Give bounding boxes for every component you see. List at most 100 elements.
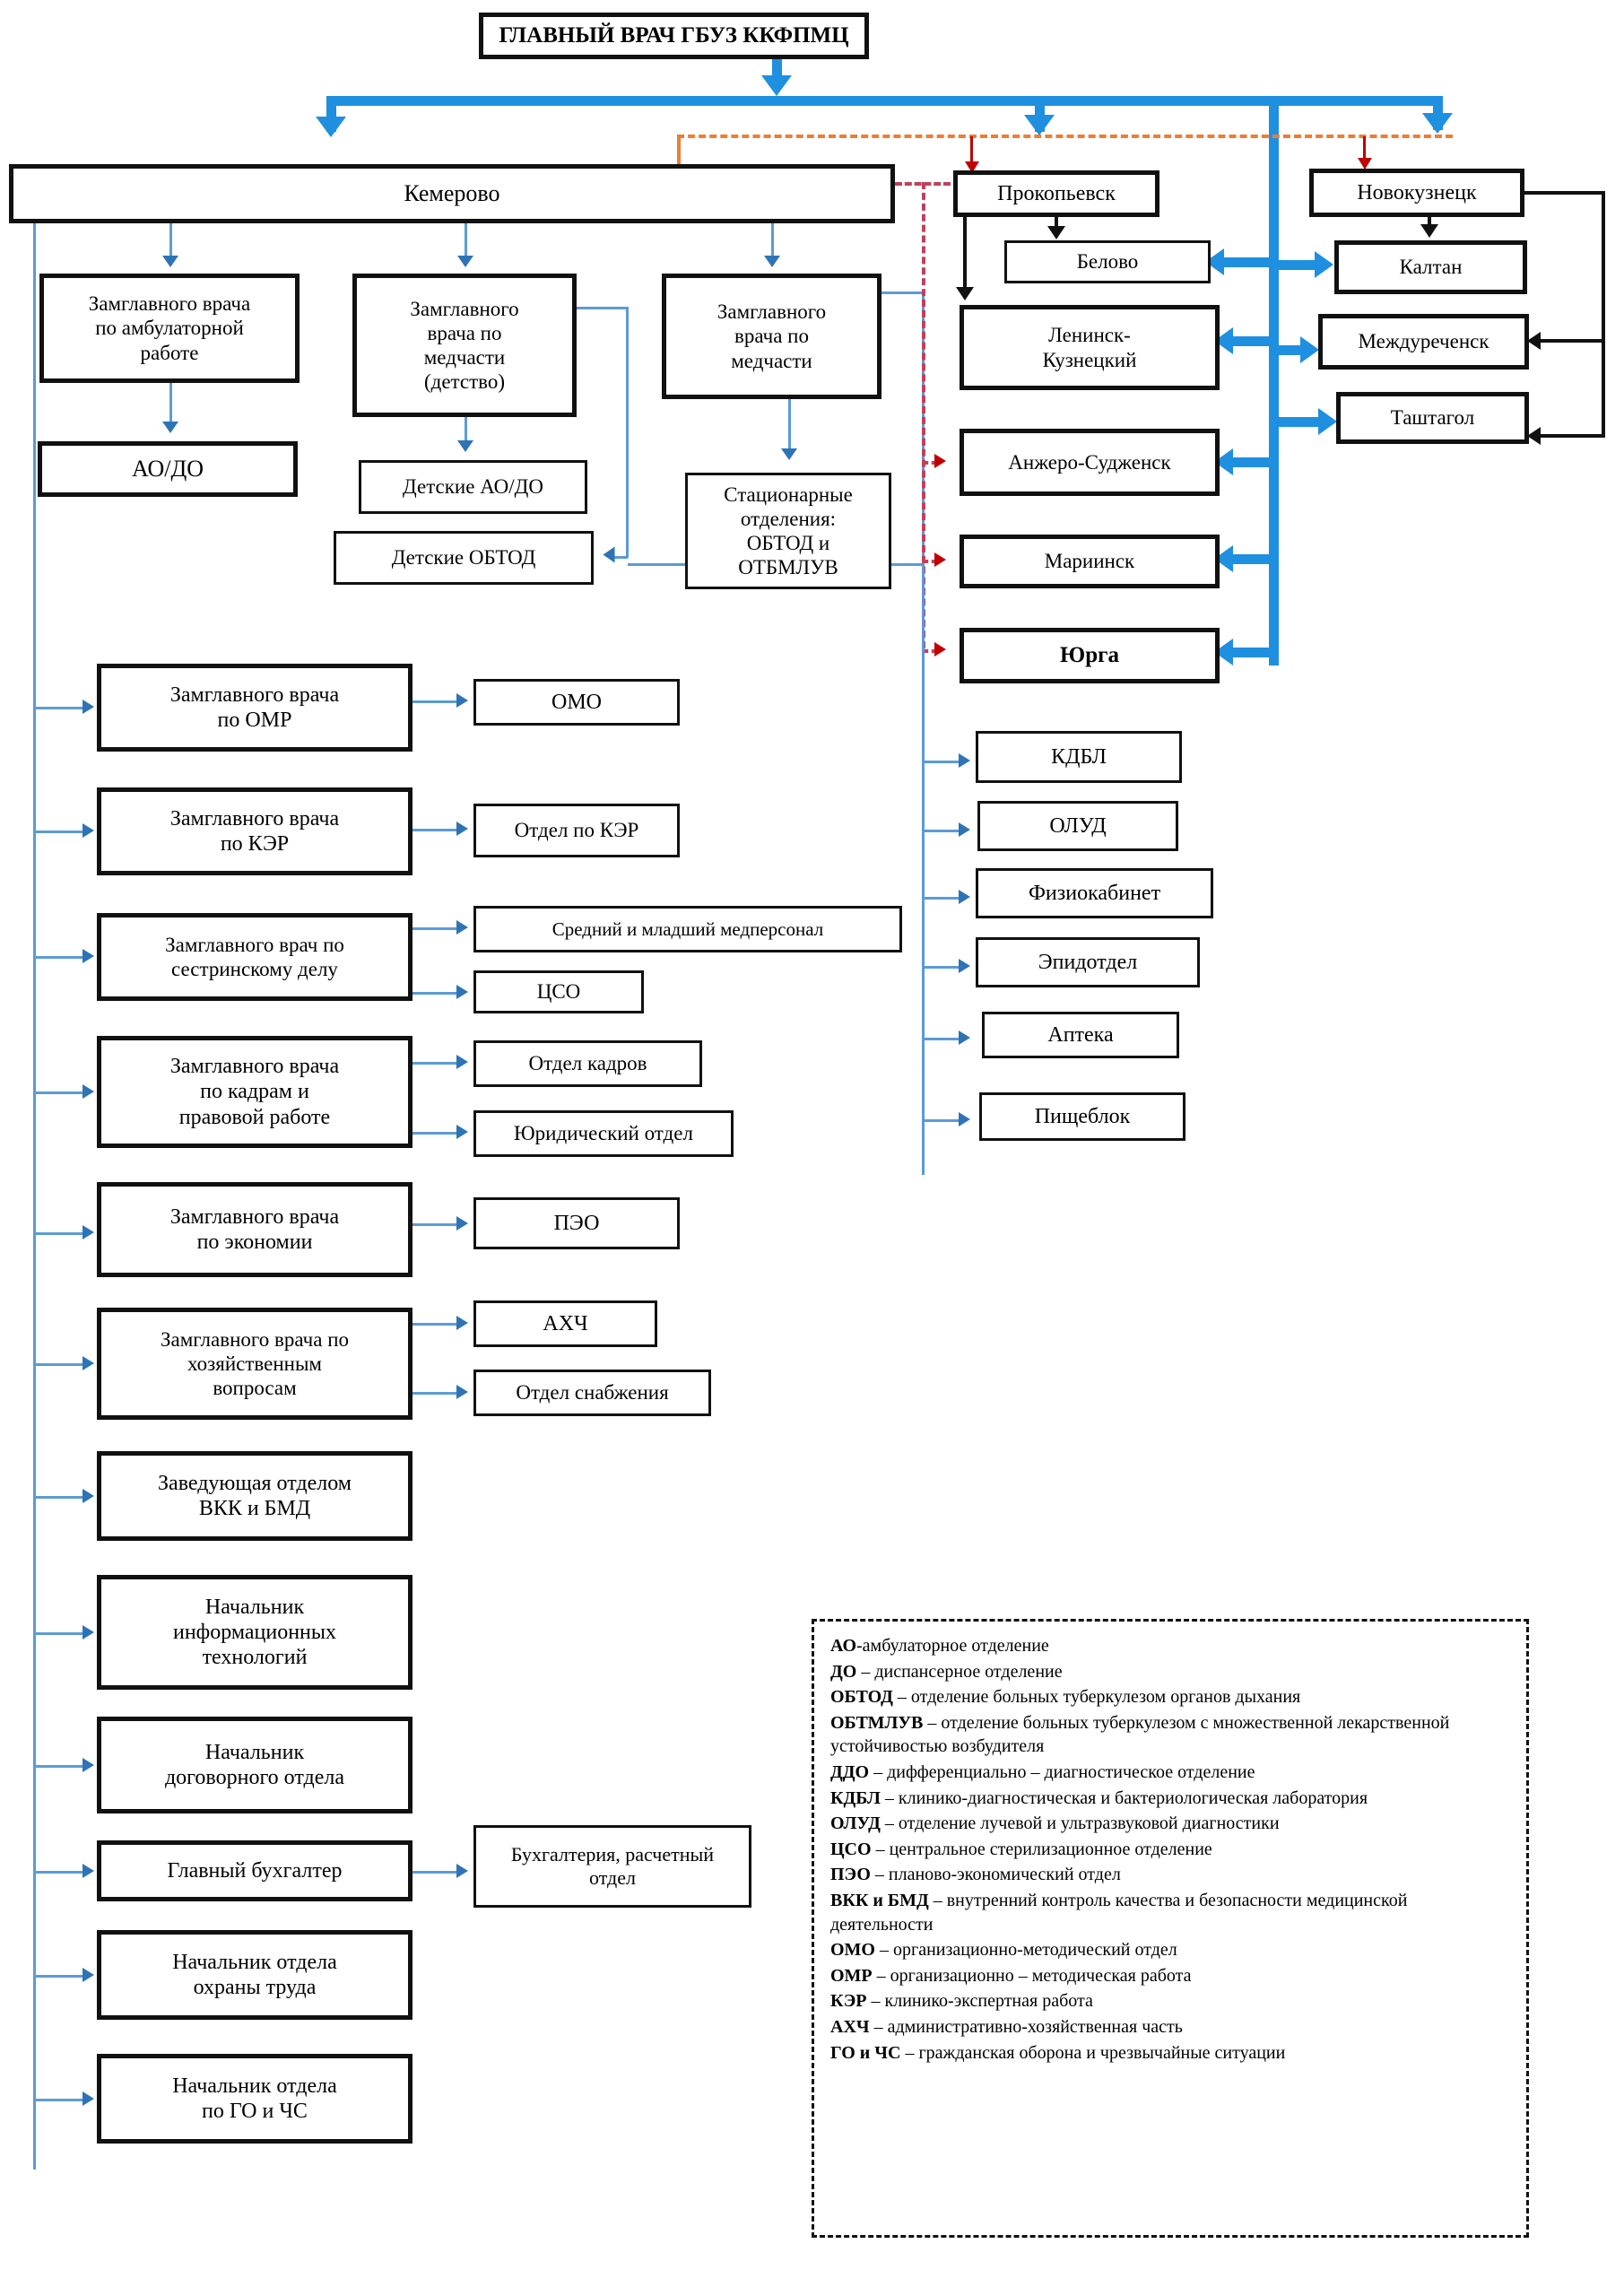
legend-item: ОЛУД – отделение лучевой и ультразвуково… xyxy=(830,1812,1512,1836)
arrow-deputy-3 xyxy=(83,1084,94,1099)
deputy-2-child-1: ЦСО xyxy=(473,970,644,1013)
medical-service-5-label: Пищеблок xyxy=(1034,1104,1131,1128)
medical-service-0-label: КДБЛ xyxy=(1051,744,1107,769)
kemerovo-unit-inpatient: Стационарные отделения: ОБТОД и ОТБМЛУВ xyxy=(685,473,891,589)
medical-service-3-label: Эпидотдел xyxy=(1038,950,1138,974)
connector-spine-anzhero xyxy=(1229,457,1272,467)
branch-city-mezhdurechensk-label: Междуреченск xyxy=(1358,330,1489,353)
connector-deputy-2-child-1 xyxy=(413,992,459,995)
branch-city-yurga-label: Юрга xyxy=(1060,643,1119,668)
orange-dashed-line xyxy=(677,135,1453,138)
arrow-title-down xyxy=(761,75,792,96)
kemerovo-unit-inpatient-label: Стационарные отделения: ОБТОД и ОТБМЛУВ xyxy=(724,483,853,579)
connector-ms-5 xyxy=(922,1119,961,1122)
legend-item-text: – клинико-экспертная работа xyxy=(866,1991,1093,2012)
legend-item: ГО и ЧС – гражданская оборона и чрезвыча… xyxy=(830,2041,1512,2066)
connector-ms-2 xyxy=(922,897,961,900)
kemerovo-unit-children-obtod-label: Детские ОБТОД xyxy=(391,546,536,570)
connector-bus-kemerovo xyxy=(326,96,336,132)
deputy-7: Начальник информационных технологий xyxy=(97,1575,413,1690)
connector-spine-deputy-2 xyxy=(33,956,85,959)
connector-deputy-3-child-1 xyxy=(413,1132,459,1135)
arrow-dep1-obtod xyxy=(603,546,615,563)
arrow-bus-novokuznetsk xyxy=(1422,113,1453,134)
deputy-3: Замглавного врача по кадрам и правовой р… xyxy=(97,1036,413,1148)
deputy-5: Замглавного врача по хозяйственным вопро… xyxy=(97,1308,413,1420)
spine-blue-vertical xyxy=(1269,96,1279,665)
connector-kem-dep2 xyxy=(771,223,774,261)
arrow-deputy-2-child-1 xyxy=(456,985,468,999)
legend-item-abbr: ВКК и БМД xyxy=(830,1890,929,1910)
arrow-spine-kaltan xyxy=(1315,251,1333,278)
deputy-5-label: Замглавного врача по хозяйственным вопро… xyxy=(161,1327,349,1400)
deputy-4-child-0: ПЭО xyxy=(473,1197,680,1249)
legend-item-text: – центральное стерилизационное отделение xyxy=(871,1839,1212,1859)
arrow-deputy-2-child-0 xyxy=(456,920,468,935)
kemerovo-deputy-0: Замглавного врача по амбулаторной работе xyxy=(39,274,300,383)
deputy-1: Замглавного врача по КЭР xyxy=(97,787,413,875)
connector-deputy-0-child-0 xyxy=(413,700,459,703)
arrow-deputy-6 xyxy=(83,1489,94,1503)
branch-city-yurga: Юрга xyxy=(960,628,1220,683)
arrow-deputy-5-child-1 xyxy=(456,1385,468,1399)
chief-doctor-box: ГЛАВНЫЙ ВРАЧ ГБУЗ ККФПМЦ xyxy=(479,13,869,59)
connector-spine-deputy-4 xyxy=(33,1232,85,1235)
arrow-ms-0 xyxy=(959,753,970,768)
connector-spine-deputy-11 xyxy=(33,2099,85,2101)
legend-item-abbr: ОМР xyxy=(830,1965,873,1986)
legend-item-text: – планово-экономический отдел xyxy=(870,1865,1121,1885)
connector-spine-deputy-5 xyxy=(33,1363,85,1366)
legend-item: ОМР – организационно – методическая рабо… xyxy=(830,1964,1512,1988)
kemerovo-deputy-1: Замглавного врача по медчасти (детство) xyxy=(352,274,577,417)
legend-item-abbr: АО xyxy=(830,1636,857,1656)
kemerovo-unit-ao-do-label: АО/ДО xyxy=(132,455,204,482)
region-box-novokuznetsk: Новокузнецк xyxy=(1309,169,1524,217)
arrow-red-novokuznetsk xyxy=(1358,158,1372,170)
legend-item-text: – отделение лучевой и ультразвуковой диа… xyxy=(880,1813,1280,1834)
region-box-kemerovo: Кемерово xyxy=(9,164,895,223)
arrow-bus-kemerovo xyxy=(316,117,346,137)
connector-prok-leninsk xyxy=(963,217,967,294)
legend-item-text: – организационно – методическая работа xyxy=(872,1965,1192,1986)
arrow-deputy-4-child-0 xyxy=(456,1216,468,1231)
arrow-pink-yurga xyxy=(934,642,946,657)
legend-item: КЭР – клинико-экспертная работа xyxy=(830,1989,1512,2013)
legend-item-abbr: ОМО xyxy=(830,1940,875,1961)
medical-service-2: Физиокабинет xyxy=(976,868,1213,918)
connector-title-down xyxy=(772,59,782,86)
deputy-10-label: Начальник отдела охраны труда xyxy=(172,1950,337,1999)
deputy-3-child-1-label: Юридический отдел xyxy=(514,1122,693,1145)
deputy-5-child-1-label: Отдел снабжения xyxy=(516,1381,669,1405)
legend-item: ЦСО – центральное стерилизационное отдел… xyxy=(830,1838,1512,1862)
connector-red-prokopyevsk xyxy=(970,136,973,169)
medical-service-3: Эпидотдел xyxy=(976,937,1200,987)
deputy-4: Замглавного врача по экономии xyxy=(97,1182,413,1277)
deputy-5-child-1: Отдел снабжения xyxy=(473,1370,711,1416)
legend-item-abbr: ЦСО xyxy=(830,1839,872,1859)
arrow-kem-dep0 xyxy=(162,256,178,267)
legend-item: АХЧ – административно-хозяйственная част… xyxy=(830,2015,1512,2039)
arrow-dep0-aodo xyxy=(162,422,178,433)
connector-bus-prokopyevsk xyxy=(1035,96,1045,132)
legend-item: ОМО – организационно-методический отдел xyxy=(830,1938,1512,1962)
connector-spine-yurga xyxy=(1229,648,1272,657)
kemerovo-unit-children-ao-do-label: Детские АО/ДО xyxy=(403,475,543,499)
arrow-deputy-4 xyxy=(83,1225,94,1239)
deputy-9-child-0-label: Бухгалтерия, расчетный отдел xyxy=(510,1843,715,1889)
legend-item-abbr: ОБТОД xyxy=(830,1687,893,1708)
legend-item-abbr: АХЧ xyxy=(830,2016,870,2037)
medical-service-4: Аптека xyxy=(982,1012,1179,1058)
branch-city-leninsk-label: Ленинск- Кузнецкий xyxy=(1042,324,1137,371)
pink-dashed-anzhero xyxy=(922,461,938,465)
branch-city-tashtagol: Таштагол xyxy=(1336,392,1529,444)
connector-spine-deputy-3 xyxy=(33,1091,85,1094)
legend-item-text: – внутренний контроль качества и безопас… xyxy=(830,1890,1408,1935)
connector-deputy-5-child-0 xyxy=(413,1323,459,1326)
connector-spine-deputy-7 xyxy=(33,1632,85,1635)
arrow-deputy-5 xyxy=(83,1356,94,1370)
deputy-9-label: Главный бухгалтер xyxy=(167,1858,343,1883)
spine-kemerovo-left xyxy=(33,223,36,2170)
connector-dep0-aodo xyxy=(169,383,172,428)
legend-item-text: -амбулаторное отделение xyxy=(856,1636,1049,1656)
